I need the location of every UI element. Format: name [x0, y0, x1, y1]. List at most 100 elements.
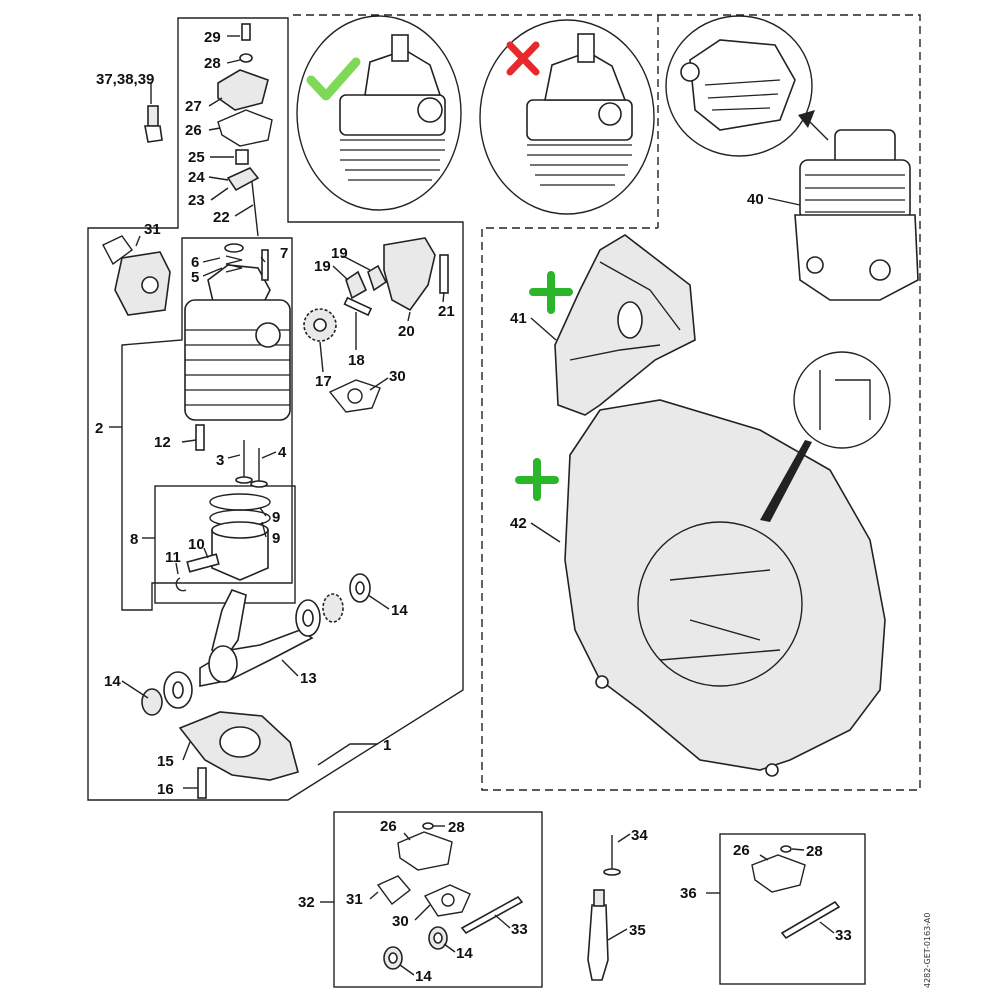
nut-25	[235, 149, 249, 165]
crankcase-15	[178, 711, 299, 781]
label-7: 7	[280, 245, 288, 262]
label-30: 30	[389, 368, 406, 385]
label-13: 13	[300, 670, 317, 687]
document-code: 4282-GET-0163-A0	[923, 913, 932, 988]
label-12: 12	[154, 434, 171, 451]
label-16: 16	[157, 781, 174, 798]
correct-cylinder-detail	[296, 15, 462, 211]
label-9-upper: 9	[272, 509, 280, 526]
screw-16	[197, 767, 207, 799]
grease-tube-35	[587, 889, 609, 981]
crankshaft-13	[199, 589, 314, 687]
circlip-11	[175, 577, 187, 592]
label-20: 20	[398, 323, 415, 340]
engine-group-frame	[87, 17, 464, 801]
label-29: 29	[204, 29, 221, 46]
pushrod-22	[251, 181, 259, 237]
rocker-arm-24	[226, 167, 260, 192]
engine-assembly	[794, 129, 919, 301]
gasket-kit-32-frame	[333, 811, 543, 988]
label-9-lower: 9	[272, 530, 280, 547]
kit-label-36: 36	[680, 885, 697, 902]
kit36-label-28: 28	[806, 843, 823, 860]
engine-detail-magnifier	[665, 15, 829, 157]
cam-followers-19	[345, 264, 388, 300]
plus-icon-41	[529, 271, 573, 314]
label-27: 27	[185, 98, 202, 115]
cam-housing-20	[383, 237, 436, 312]
bearing-14-left	[141, 671, 193, 716]
valve-3	[235, 440, 253, 484]
kit36-label-33: 33	[835, 927, 852, 944]
gasket-26	[217, 109, 273, 147]
label-18: 18	[348, 352, 365, 369]
piston-pin-10	[186, 553, 220, 573]
label-23: 23	[188, 192, 205, 209]
label-42: 42	[510, 515, 527, 532]
correct-check-icon	[306, 57, 361, 101]
cam-gear-17	[303, 308, 337, 342]
kit-label-14-lower: 14	[415, 968, 432, 985]
label-26: 26	[185, 122, 202, 139]
kit36-washer-28	[780, 845, 792, 853]
label-22: 22	[213, 209, 230, 226]
screw-29	[241, 23, 251, 41]
valve-spring-5-6	[224, 243, 244, 273]
label-37-38-39: 37,38,39	[96, 71, 154, 88]
stud-7	[261, 249, 269, 281]
kit-label-33: 33	[511, 921, 528, 938]
kit36-spring-33	[780, 900, 841, 940]
variant-dashed-frame-right	[481, 14, 921, 791]
shaft-18	[343, 296, 373, 317]
label-17: 17	[315, 373, 332, 390]
kit-spring-33	[460, 895, 524, 935]
label-40: 40	[747, 191, 764, 208]
label-3: 3	[216, 452, 224, 469]
label-25: 25	[188, 149, 205, 166]
label-8: 8	[130, 531, 138, 548]
cylinder-group-frame	[121, 237, 293, 611]
kit-seal-14b	[383, 946, 403, 970]
valve-34	[603, 835, 621, 876]
cylinder-2	[184, 264, 291, 421]
carburetor-31	[102, 235, 171, 316]
label-14-right: 14	[391, 602, 408, 619]
wrong-cylinder-detail	[479, 19, 655, 215]
bolt-12	[195, 424, 205, 451]
label-24: 24	[188, 169, 205, 186]
kit-washer-28	[422, 822, 434, 830]
kit-label-32: 32	[298, 894, 315, 911]
gasket-kit-36-frame	[719, 833, 866, 985]
kit-seal-14a	[428, 926, 448, 950]
kit-label-14-upper: 14	[456, 945, 473, 962]
plus-icon-42	[515, 458, 559, 501]
piston-8	[211, 521, 269, 581]
housing-part-41	[554, 234, 696, 416]
label-14-left: 14	[104, 673, 121, 690]
kit-gasket-30	[423, 884, 471, 917]
kit-gasket-26	[397, 831, 453, 871]
label-35: 35	[629, 922, 646, 939]
label-1: 1	[383, 737, 391, 754]
label-31: 31	[144, 221, 161, 238]
leader-lines	[109, 35, 835, 976]
housing-part-42	[564, 351, 891, 777]
label-41: 41	[510, 310, 527, 327]
label-2: 2	[95, 420, 103, 437]
label-15: 15	[157, 753, 174, 770]
callout-labels: 29 28 37,38,39 27 26 25 24 23 22 31 6 5 …	[95, 29, 932, 988]
spark-plug-37-38-39	[144, 105, 163, 143]
wrong-cross-icon	[506, 41, 540, 76]
kit-label-28: 28	[448, 819, 465, 836]
label-19-top: 19	[331, 245, 348, 262]
gasket-30	[328, 379, 381, 413]
label-5: 5	[191, 269, 199, 286]
screw-21	[439, 254, 449, 294]
label-21: 21	[438, 303, 455, 320]
label-4: 4	[278, 444, 287, 461]
washer-28	[239, 53, 253, 63]
kit-label-30: 30	[392, 913, 409, 930]
kit-label-26: 26	[380, 818, 397, 835]
kit-gasket-31	[376, 875, 412, 905]
